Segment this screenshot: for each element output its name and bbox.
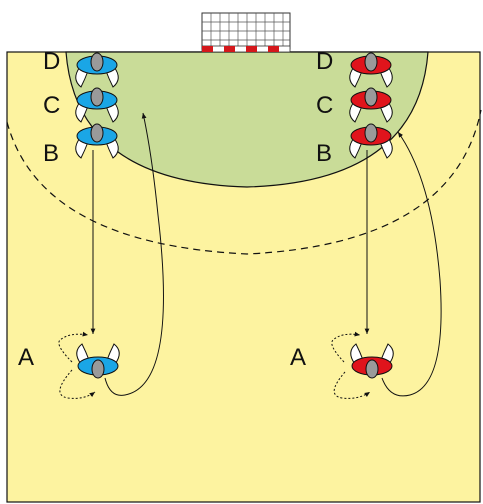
- label-red-b: B: [316, 140, 332, 167]
- player-blue-d: [75, 52, 119, 88]
- red-return-path: [381, 131, 442, 397]
- player-red-b: [349, 123, 393, 159]
- player-red-a: [350, 343, 394, 379]
- label-blue-d: D: [43, 48, 60, 75]
- player-blue-a: [76, 343, 120, 379]
- red-dotted-loop: [331, 331, 361, 363]
- free-throw-line: [6, 109, 482, 255]
- blue-return-path: [104, 112, 164, 396]
- player-blue-b: [75, 123, 119, 159]
- goal-area: [65, 51, 429, 188]
- label-red-c: C: [316, 92, 333, 119]
- players-layer: [75, 52, 394, 379]
- red-dotted-loop-lower: [333, 371, 371, 399]
- label-red-a: A: [290, 344, 306, 371]
- label-blue-b: B: [43, 140, 59, 167]
- label-blue-c: C: [43, 92, 60, 119]
- blue-dotted-loop-lower: [59, 369, 96, 399]
- player-red-d: [349, 52, 393, 88]
- label-red-d: D: [316, 48, 333, 75]
- player-red-c: [349, 87, 393, 123]
- goal-icon: [201, 12, 291, 53]
- player-blue-c: [75, 87, 119, 123]
- label-blue-a: A: [18, 344, 34, 371]
